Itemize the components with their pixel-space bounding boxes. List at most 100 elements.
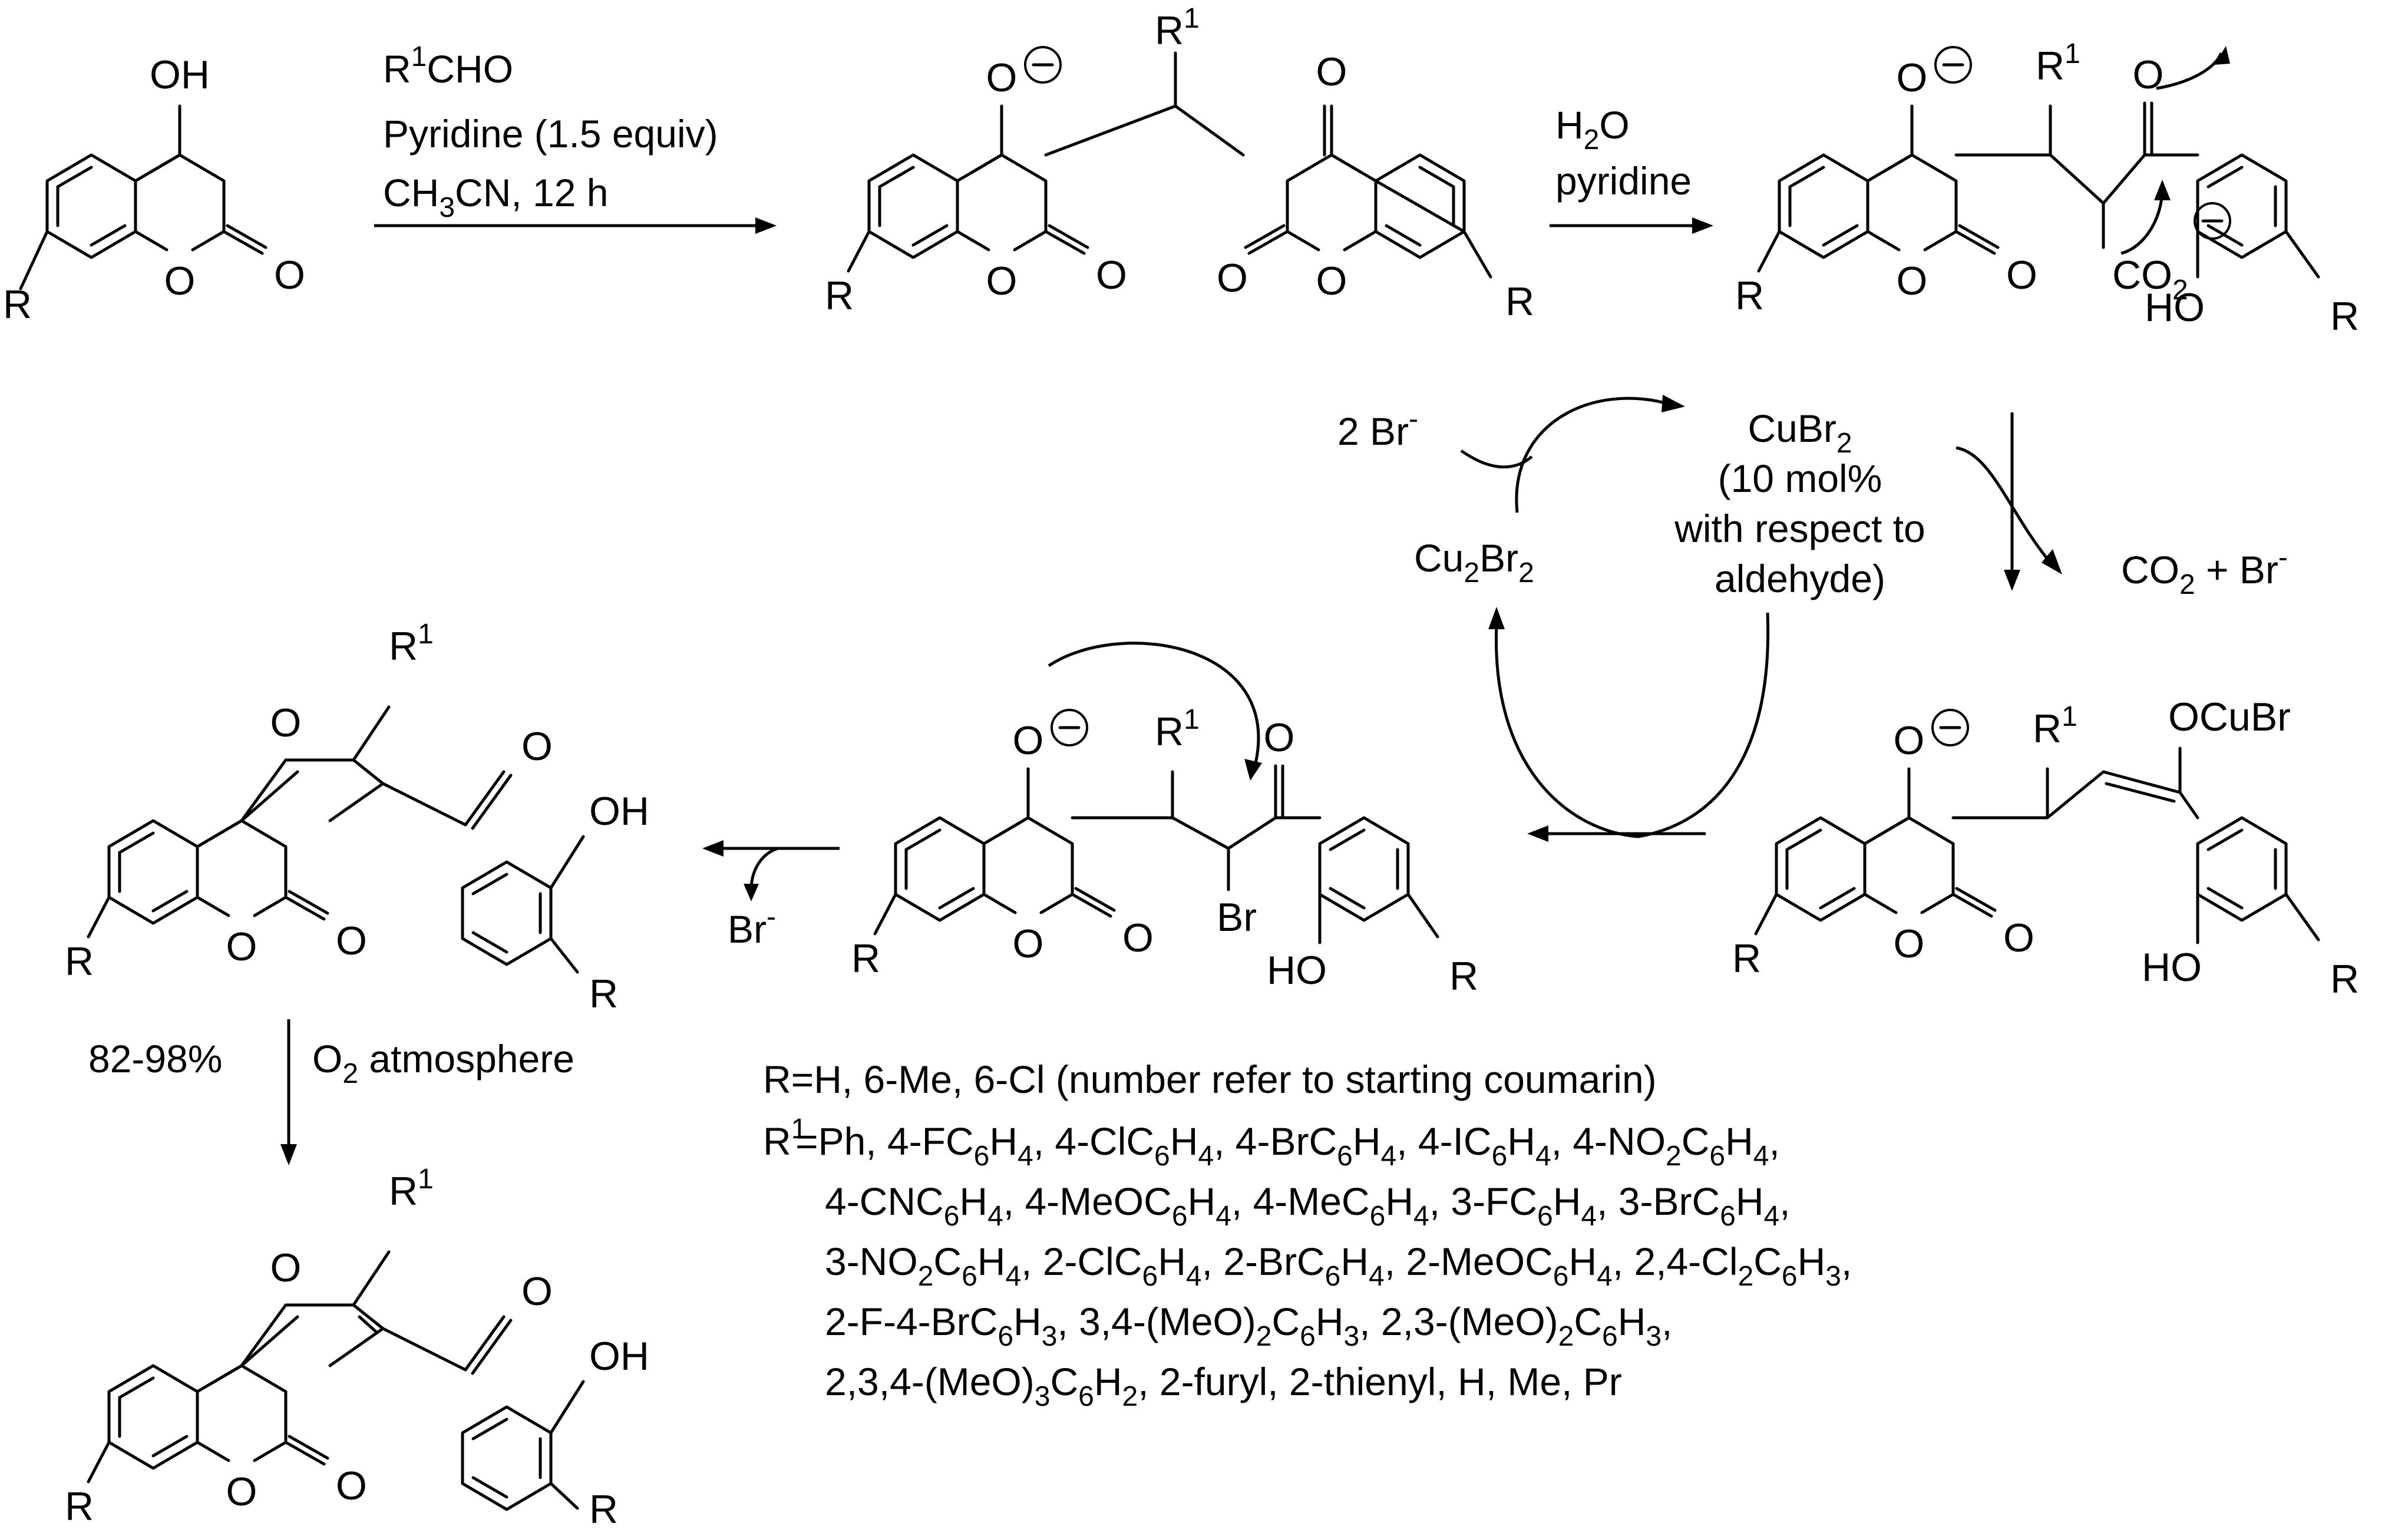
svg-text:OCuBr: OCuBr — [2168, 695, 2291, 739]
footnote-r1-fragment: 4 — [1413, 1201, 1429, 1232]
arrow-bromination — [1527, 825, 1706, 842]
footnote-r1-fragment: H — [1013, 1300, 1042, 1343]
svg-text:with respect to: with respect to — [1674, 507, 1925, 550]
footnote-r1-fragment: 4-CNC — [825, 1180, 944, 1223]
footnote-r1-fragment: 4 — [1018, 1141, 1033, 1172]
footnote-r1-fragment: H — [1316, 1300, 1344, 1343]
svg-text:2 Br-: 2 Br- — [1337, 404, 1418, 453]
footnote-r1-fragment: , 3,4-(MeO) — [1057, 1300, 1256, 1343]
footnote-r1-fragment: 6 — [1154, 1141, 1170, 1172]
svg-text:R1: R1 — [2033, 701, 2077, 751]
footnote-r1-fragment: H — [1353, 1119, 1381, 1163]
footnote-r1-fragment: , — [1841, 1240, 1852, 1283]
footnote-r1-fragment: H — [1725, 1119, 1753, 1163]
svg-text:O: O — [1096, 253, 1127, 298]
byproduct-co2-br: CO2 + Br- — [2121, 542, 2288, 600]
footnote-r1-fragment: C — [1574, 1300, 1602, 1343]
footnote-r1-fragment: 3 — [1042, 1321, 1058, 1352]
svg-text:Pyridine (1.5 equiv): Pyridine (1.5 equiv) — [383, 112, 718, 156]
footnote-r1-fragment: 4 — [1005, 1261, 1021, 1292]
footnote-r1-fragment: , 3-FC — [1429, 1180, 1537, 1223]
svg-text:R: R — [1732, 936, 1761, 981]
svg-text:O: O — [1316, 259, 1347, 303]
arrow-decarboxylation — [1956, 412, 2062, 591]
svg-text:O: O — [1217, 256, 1248, 300]
svg-text:CO2 + Br-: CO2 + Br- — [2121, 542, 2288, 600]
svg-text:R: R — [65, 1484, 94, 1529]
footnote-r1-fragment: 3 — [1825, 1261, 1841, 1292]
arrow-step-1 — [374, 217, 777, 234]
footnote-r1-fragment: , — [1769, 1119, 1779, 1163]
substituent-r: R — [3, 282, 32, 327]
svg-text:O: O — [2006, 253, 2037, 298]
svg-text:R: R — [1449, 954, 1478, 999]
footnote-r1-fragment: , 4-BrC — [1214, 1119, 1337, 1163]
svg-text:Cu2Br2: Cu2Br2 — [1414, 536, 1534, 589]
svg-text:R1: R1 — [389, 1164, 434, 1214]
footnote-r1-fragment: , — [1779, 1180, 1790, 1223]
arrow-step-2 — [1550, 217, 1713, 234]
svg-text:O: O — [270, 1245, 302, 1290]
svg-text:O: O — [1897, 55, 1928, 100]
footnote-r-line: R=H, 6-Me, 6-Cl (number refer to startin… — [763, 1058, 1657, 1101]
structure-ring-opened-carboxylate: O O O R R1 O CO2 HO R — [1735, 38, 2359, 339]
footnote-r1-fragment: H — [1618, 1300, 1646, 1343]
footnote-r1-line: =Ph, 4-FC6H4, 4-ClC6H4, 4-BrC6H4, 4-IC6H… — [795, 1119, 1780, 1172]
structure-dihydrofurocoumarin: O O R O R1 O OH R — [65, 619, 649, 1016]
footnote-r1-fragment: 3 — [1344, 1321, 1360, 1352]
svg-text:R1: R1 — [2036, 38, 2080, 88]
footnote-r1-fragment: H — [1553, 1180, 1581, 1223]
svg-text:R: R — [1505, 279, 1534, 324]
svg-text:HO: HO — [1267, 948, 1327, 993]
svg-text:O: O — [1013, 718, 1044, 763]
footnote-r1-fragment: , 2-BrC — [1202, 1240, 1325, 1283]
footnote-r1-fragment: , 4-IC — [1396, 1119, 1491, 1163]
footnote-r1-fragment: C — [933, 1240, 962, 1283]
svg-text:H2O: H2O — [1555, 103, 1630, 156]
footnote-r1-fragment: , 4-MeC — [1231, 1180, 1370, 1223]
footnote-r1-fragment: 4 — [1753, 1141, 1769, 1172]
svg-text:O: O — [1013, 921, 1044, 966]
footnote-r1-line: 3-NO2C6H4, 2-ClC6H4, 2-BrC6H4, 2-MeOC6H4… — [825, 1240, 1852, 1292]
footnote-r1-fragment: 4 — [1381, 1141, 1397, 1172]
footnote-r1-fragment: H — [959, 1180, 987, 1223]
footnote-r1-fragment: , 2-furyl, 2-thienyl, H, Me, Pr — [1138, 1360, 1622, 1403]
svg-text:O: O — [1122, 916, 1154, 960]
svg-text:O: O — [270, 701, 302, 745]
footnote-r1-fragment: C — [1753, 1240, 1782, 1283]
footnote-r1-fragment: 2-F-4-BrC — [825, 1300, 997, 1343]
footnote-r1-fragment: , 2,4-Cl — [1613, 1240, 1738, 1283]
footnote-r1-fragment: H — [1158, 1240, 1186, 1283]
footnote-r1-fragment: H — [1094, 1360, 1122, 1403]
footnote-r1-fragment: H — [1736, 1180, 1764, 1223]
footnote-r1-fragment: 2 — [1666, 1141, 1682, 1172]
footnote-r1-fragment: , 4-NO — [1551, 1119, 1666, 1163]
footnote-r1-fragment: , 4-ClC — [1033, 1119, 1154, 1163]
footnote-r1-fragment: 2 — [1738, 1261, 1754, 1292]
svg-text:(10 mol%: (10 mol% — [1718, 457, 1882, 500]
svg-text:O: O — [336, 1463, 367, 1508]
structure-copper-enolate: O O O R R1 OCuBr HO R — [1732, 695, 2359, 1002]
reagents-step-1: R1CHO Pyridine (1.5 equiv) CH3CN, 12 h — [383, 41, 718, 223]
footnote-r1-fragment: H — [1798, 1240, 1826, 1283]
footnote-r1-fragment: 3 — [1035, 1381, 1051, 1412]
negative-charge-icon — [1051, 709, 1088, 746]
svg-text:O: O — [986, 55, 1018, 100]
svg-text:O: O — [2133, 52, 2164, 97]
svg-text:R: R — [589, 972, 618, 1016]
footnote-r1-fragment: 6 — [1720, 1201, 1736, 1232]
footnote-r1-fragment: C — [1272, 1300, 1300, 1343]
svg-text:O: O — [1894, 921, 1925, 966]
footnote-r1-fragment: 2 — [1558, 1321, 1574, 1352]
reagents-step-2: H2O pyridine — [1555, 103, 1692, 203]
svg-text:R1: R1 — [1155, 704, 1200, 754]
footnote-r1-fragment: 2,3,4-(MeO) — [825, 1360, 1035, 1403]
footnote-r1-fragment: 4 — [1369, 1261, 1385, 1292]
svg-text:O: O — [226, 1469, 257, 1514]
arrow-cyclization — [702, 840, 840, 901]
svg-text:R: R — [825, 273, 854, 318]
svg-text:OH: OH — [589, 789, 649, 834]
footnote-r1-fragment: C — [1050, 1360, 1078, 1403]
footnote-r1-fragment: , — [1662, 1300, 1672, 1343]
